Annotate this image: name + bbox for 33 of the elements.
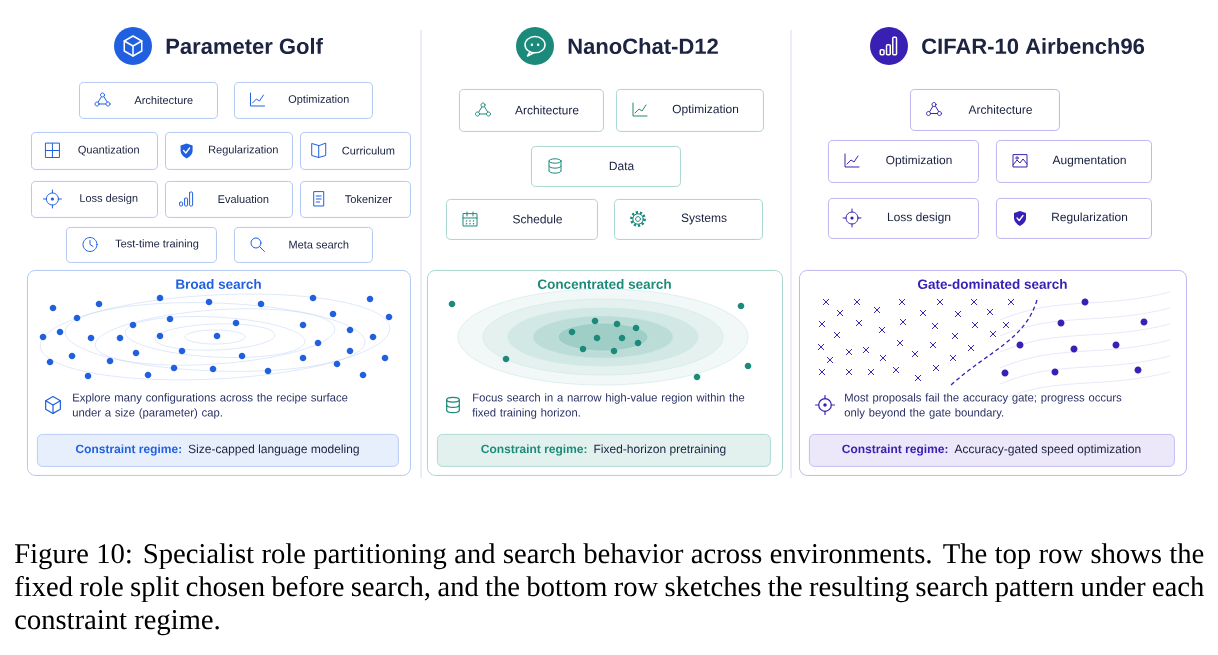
role-box: Regularization <box>996 198 1152 239</box>
constraint-box: Constraint regime: Fixed-horizon pretraining <box>437 434 771 467</box>
panel-heading: Broad search <box>176 279 261 289</box>
panel-description: Explore many configurations across the recipe surface under a size (parameter) cap. <box>72 393 348 419</box>
role-box: Curriculum <box>300 132 411 170</box>
role-box: Optimization <box>234 82 373 119</box>
role-box: Evaluation <box>165 181 293 218</box>
figure-caption: Figure 10: Specialist role partitioning and search behavior across environments. The top row shows the fixed role split chosen before search, and the bottom row sketches the resulting search pattern under each constraint regime. <box>15 543 1204 636</box>
role-box: Tokenizer <box>300 181 411 218</box>
role-box: Architecture <box>459 89 604 132</box>
column-title: CIFAR-10 Airbench96 <box>922 37 1145 55</box>
panel-description: Focus search in a narrow high-value region within the fixed training horizon. <box>472 393 745 419</box>
role-box: Meta search <box>234 227 373 263</box>
panel-description: Most proposals fail the accuracy gate; progress occurs only beyond the gate boundary. <box>844 393 1122 419</box>
constraint-box: Constraint regime: Accuracy-gated speed optimization <box>809 434 1175 467</box>
role-box: Augmentation <box>996 140 1152 183</box>
column-title: Parameter Golf <box>166 37 323 55</box>
role-box: Optimization <box>616 89 764 132</box>
role-box: Architecture <box>910 89 1060 131</box>
role-box: Loss design <box>31 181 158 218</box>
role-box: Optimization <box>828 140 979 183</box>
role-box: Loss design <box>828 198 979 239</box>
role-box: Quantization <box>31 132 158 170</box>
panel-heading: Gate-dominated search <box>918 279 1067 289</box>
panel-heading: Concentrated search <box>537 279 671 289</box>
role-box: Architecture <box>79 82 218 119</box>
role-box: Schedule <box>446 199 598 240</box>
role-box: Regularization <box>165 132 293 170</box>
role-box: Systems <box>614 199 763 240</box>
role-box: Data <box>531 146 681 187</box>
role-box: Test-time training <box>66 227 217 263</box>
column-title: NanoChat-D12 <box>568 37 718 55</box>
constraint-box: Constraint regime: Size-capped language modeling <box>37 434 399 467</box>
